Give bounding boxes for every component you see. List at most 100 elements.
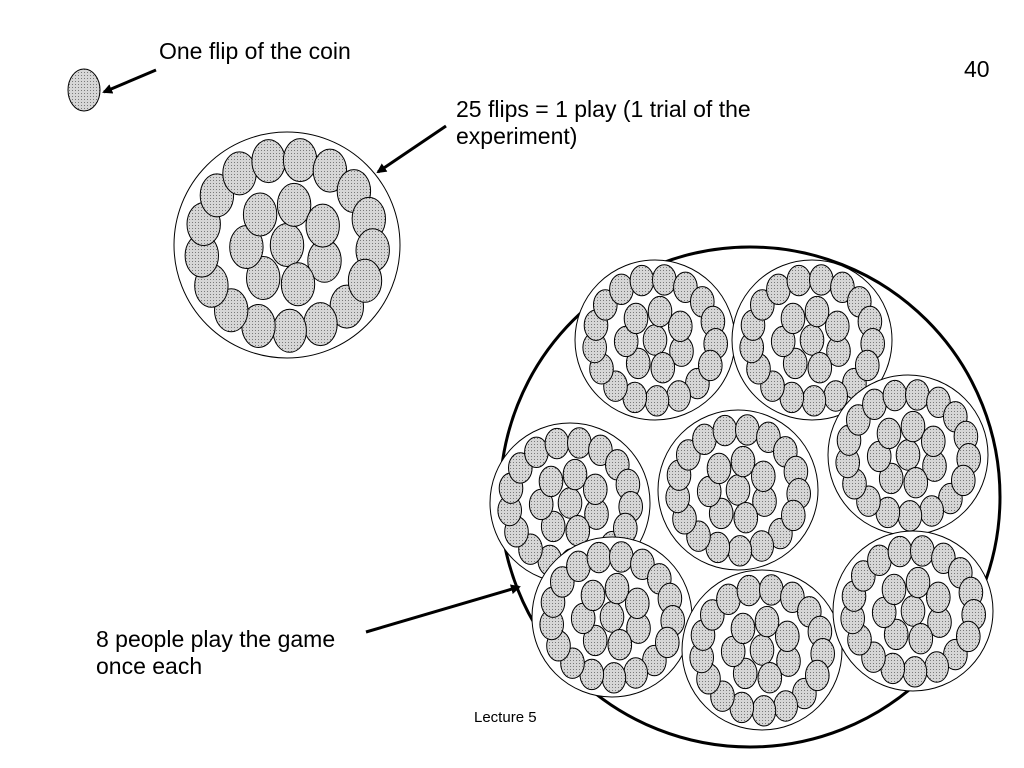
coin — [905, 566, 931, 599]
coin — [312, 148, 348, 193]
coin — [882, 379, 908, 412]
coin — [544, 427, 570, 460]
coin — [809, 264, 834, 296]
coin — [607, 629, 633, 661]
coin — [895, 439, 921, 471]
coin — [766, 273, 791, 305]
coin — [644, 385, 670, 417]
coin — [775, 620, 800, 652]
slide-footer: Lecture 5 — [474, 709, 537, 726]
coin — [876, 417, 902, 450]
play-1 — [574, 259, 736, 421]
coin — [733, 502, 759, 534]
coin — [951, 464, 976, 497]
coin — [782, 347, 808, 380]
coin — [625, 587, 650, 619]
one-play-group — [173, 131, 401, 359]
coin — [538, 465, 564, 498]
coin — [601, 662, 627, 694]
coin — [749, 634, 775, 666]
coin — [754, 605, 780, 638]
coin — [900, 410, 926, 443]
coin — [647, 295, 673, 328]
coin — [609, 541, 634, 573]
coin — [751, 695, 777, 727]
coin — [903, 467, 929, 499]
coin — [735, 414, 760, 446]
coin — [757, 662, 783, 694]
coin — [642, 324, 668, 356]
coin — [786, 264, 812, 297]
coin — [867, 544, 892, 576]
coin — [623, 302, 649, 335]
coin — [692, 423, 717, 455]
coin — [222, 151, 257, 196]
coin — [773, 690, 799, 722]
coin — [566, 550, 591, 582]
coin — [801, 385, 827, 417]
coin — [825, 310, 850, 342]
coin — [280, 262, 316, 307]
coin — [303, 302, 338, 347]
one-play — [173, 131, 401, 359]
arrow-to-coin — [102, 68, 157, 94]
coin — [780, 302, 806, 335]
play-7 — [681, 569, 843, 731]
arrow-to-play — [376, 124, 447, 174]
coin — [269, 223, 305, 267]
coin — [730, 612, 756, 645]
coin — [887, 535, 913, 568]
coin — [883, 618, 909, 651]
coin — [666, 380, 692, 412]
coin — [807, 352, 833, 384]
coin — [716, 583, 741, 615]
coin — [736, 574, 762, 607]
coin — [625, 347, 651, 380]
eight-plays-group — [489, 259, 994, 731]
eight-people-label: 8 people play the game once each — [96, 626, 336, 679]
coin — [749, 530, 775, 562]
coin — [725, 474, 751, 506]
coin — [582, 624, 608, 657]
coin — [652, 264, 677, 296]
coin — [583, 473, 608, 505]
coin — [855, 349, 880, 382]
play-8 — [832, 530, 994, 692]
coin — [805, 659, 830, 692]
coin — [706, 452, 732, 485]
coin — [919, 495, 945, 527]
coin — [282, 138, 318, 183]
coin — [727, 535, 753, 567]
coin — [751, 460, 776, 492]
coin — [347, 258, 383, 303]
coin — [708, 497, 734, 530]
one-play-label: 25 flips = 1 play (1 trial of the experi… — [456, 96, 751, 149]
coin — [609, 273, 634, 305]
one-flip-label: One flip of the coin — [159, 38, 351, 64]
coin — [524, 436, 549, 468]
play-6 — [531, 536, 693, 698]
coin — [276, 182, 312, 227]
arrow-to-group — [365, 584, 521, 634]
coin — [668, 310, 693, 342]
coin — [900, 595, 926, 627]
coin — [562, 458, 588, 491]
coin — [650, 352, 676, 384]
coin — [759, 574, 784, 606]
coin — [655, 626, 680, 659]
play-4 — [657, 409, 819, 571]
coin — [251, 139, 286, 184]
coin — [921, 425, 946, 457]
coin — [956, 620, 981, 653]
coin — [557, 487, 583, 519]
coin — [698, 349, 723, 382]
single-coin — [67, 68, 101, 112]
coin — [924, 651, 950, 683]
play-3 — [827, 374, 989, 536]
coin — [878, 462, 904, 495]
coin — [272, 308, 307, 353]
coin — [799, 324, 825, 356]
coin — [781, 499, 806, 532]
coin — [905, 379, 930, 411]
